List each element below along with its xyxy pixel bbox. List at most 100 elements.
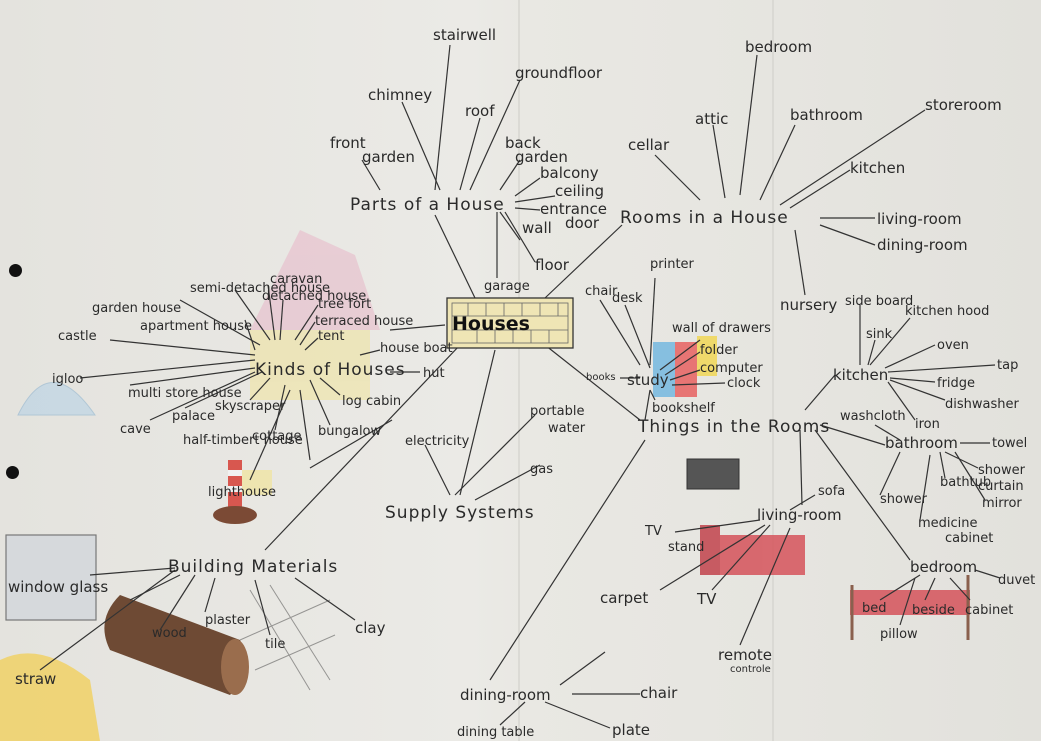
rooms-labels: bedroom attic bathroom storeroom cellar … (628, 38, 1002, 314)
bathroom-labels: bathroom towel shower curtain shower bat… (880, 434, 1027, 546)
label-entrance: entrance (540, 200, 607, 218)
label-back: back (505, 134, 541, 152)
label-cellar: cellar (628, 136, 670, 154)
label-apartment-house: apartment house (140, 319, 252, 334)
label-medicine: medicine (918, 516, 978, 531)
label-iron: iron (915, 417, 940, 432)
brick-pattern (451, 302, 569, 344)
hub-things-in-the-rooms: Things in the Rooms (637, 417, 830, 437)
label-tap: tap (997, 358, 1018, 373)
supply-labels: portable water electricity gas (405, 404, 586, 477)
label-tv-stand-tv: TV (644, 524, 662, 539)
label-bed: bed (862, 601, 887, 616)
label-bathtub: bathtub (940, 475, 991, 490)
label-ceiling: ceiling (555, 182, 604, 200)
label-garden-house: garden house (92, 301, 181, 316)
label-floor: floor (535, 256, 570, 274)
label-roof: roof (465, 102, 495, 120)
label-duvet: duvet (998, 573, 1035, 588)
center-node: Houses (446, 297, 574, 349)
label-wood: wood (152, 626, 187, 641)
label-hut: hut (423, 366, 445, 381)
label-castle: castle (58, 329, 97, 344)
punch-hole (9, 264, 22, 277)
label-study: study (627, 371, 669, 389)
label-half-timbert-house: half-timbert house (183, 433, 303, 448)
label-living-room: living-room (877, 210, 962, 228)
label-plate: plate (612, 721, 650, 739)
label-groundfloor: groundfloor (515, 64, 603, 82)
label-clay: clay (355, 619, 386, 637)
label-chair: chair (585, 284, 618, 299)
window-sketch (5, 534, 97, 621)
label-printer: printer (650, 257, 695, 272)
label-detached-house: detached house (262, 289, 366, 304)
living-labels: living-room sofa TV stand carpet TV remo… (600, 484, 845, 675)
study-sketch (653, 336, 717, 397)
label-sink: sink (866, 327, 893, 342)
label-carpet: carpet (600, 589, 648, 607)
label-towel: towel (992, 436, 1027, 451)
hub-supply-systems: Supply Systems (385, 503, 535, 523)
tv-sketch (686, 458, 740, 490)
kinds-labels: semi-detached house caravan detached hou… (52, 272, 453, 500)
label-kitchen-hood: kitchen hood (905, 304, 989, 319)
label-gas: gas (530, 462, 553, 477)
label-dining-room-node: dining-room (460, 686, 551, 704)
tile-sketch (239, 584, 336, 691)
label-terraced-house: terraced house (315, 314, 413, 329)
label-wall-of-drawers: wall of drawers (672, 321, 771, 336)
label-washcloth: washcloth (840, 409, 906, 424)
label-stairwell: stairwell (433, 26, 496, 44)
label-electricity: electricity (405, 434, 470, 449)
label-front: front (330, 134, 366, 152)
label-attic: attic (695, 110, 728, 128)
label-nursery: nursery (780, 296, 837, 314)
label-cabinet: cabinet (945, 531, 993, 546)
label-books: books (586, 372, 616, 383)
label-kitchen: kitchen (850, 159, 905, 177)
materials-labels: window glass wood plaster clay tile stra… (8, 578, 386, 688)
label-cottage: cottage (252, 429, 302, 444)
label-multi-store-house: multi store house (128, 386, 242, 401)
label-fridge: fridge (937, 376, 975, 391)
hub-building-materials: Building Materials (168, 557, 338, 577)
label-kitchen-room: kitchen (833, 366, 888, 384)
label-water: water (548, 421, 586, 436)
label-tile: tile (265, 637, 285, 652)
label-side-board: side board (845, 294, 913, 309)
hub-rooms-in-a-house: Rooms in a House (620, 208, 789, 228)
igloo-sketch (17, 382, 96, 416)
hub-parts-of-a-house: Parts of a House (350, 195, 505, 215)
parts-labels: stairwell chimney roof groundfloor front… (330, 26, 607, 294)
label-bed-cabinet: cabinet (965, 603, 1013, 618)
hubs: Parts of a House Rooms in a House Kinds … (168, 195, 830, 577)
label-dishwasher: dishwasher (945, 397, 1019, 412)
label-pillow: pillow (880, 627, 918, 642)
label-curtain: curtain (978, 479, 1024, 494)
label-caravan: caravan (270, 272, 322, 287)
label-balcony: balcony (540, 164, 599, 182)
label-sofa: sofa (818, 484, 845, 499)
label-bedroom: bedroom (745, 38, 812, 56)
label-plaster: plaster (205, 613, 251, 628)
lighthouse-sketch (213, 460, 272, 524)
label-shower-1: shower (978, 463, 1026, 478)
label-window-glass: window glass (8, 578, 108, 596)
label-chimney: chimney (368, 86, 432, 104)
label-semi-detached-house: semi-detached house (190, 281, 330, 296)
label-portable: portable (530, 404, 584, 419)
study-labels: study chair printer desk wall of drawers… (585, 257, 771, 416)
label-straw: straw (15, 670, 56, 688)
label-dining-room: dining-room (877, 236, 968, 254)
label-door: door (565, 214, 600, 232)
label-clock: clock (727, 376, 761, 391)
links (39, 44, 1001, 729)
label-back-garden: garden (515, 148, 568, 166)
label-cave: cave (120, 422, 151, 437)
label-bungalow: bungalow (318, 424, 382, 439)
label-bathroom: bathroom (790, 106, 863, 124)
center-title: Houses (452, 313, 530, 335)
label-house-boat: house boat (380, 341, 453, 356)
